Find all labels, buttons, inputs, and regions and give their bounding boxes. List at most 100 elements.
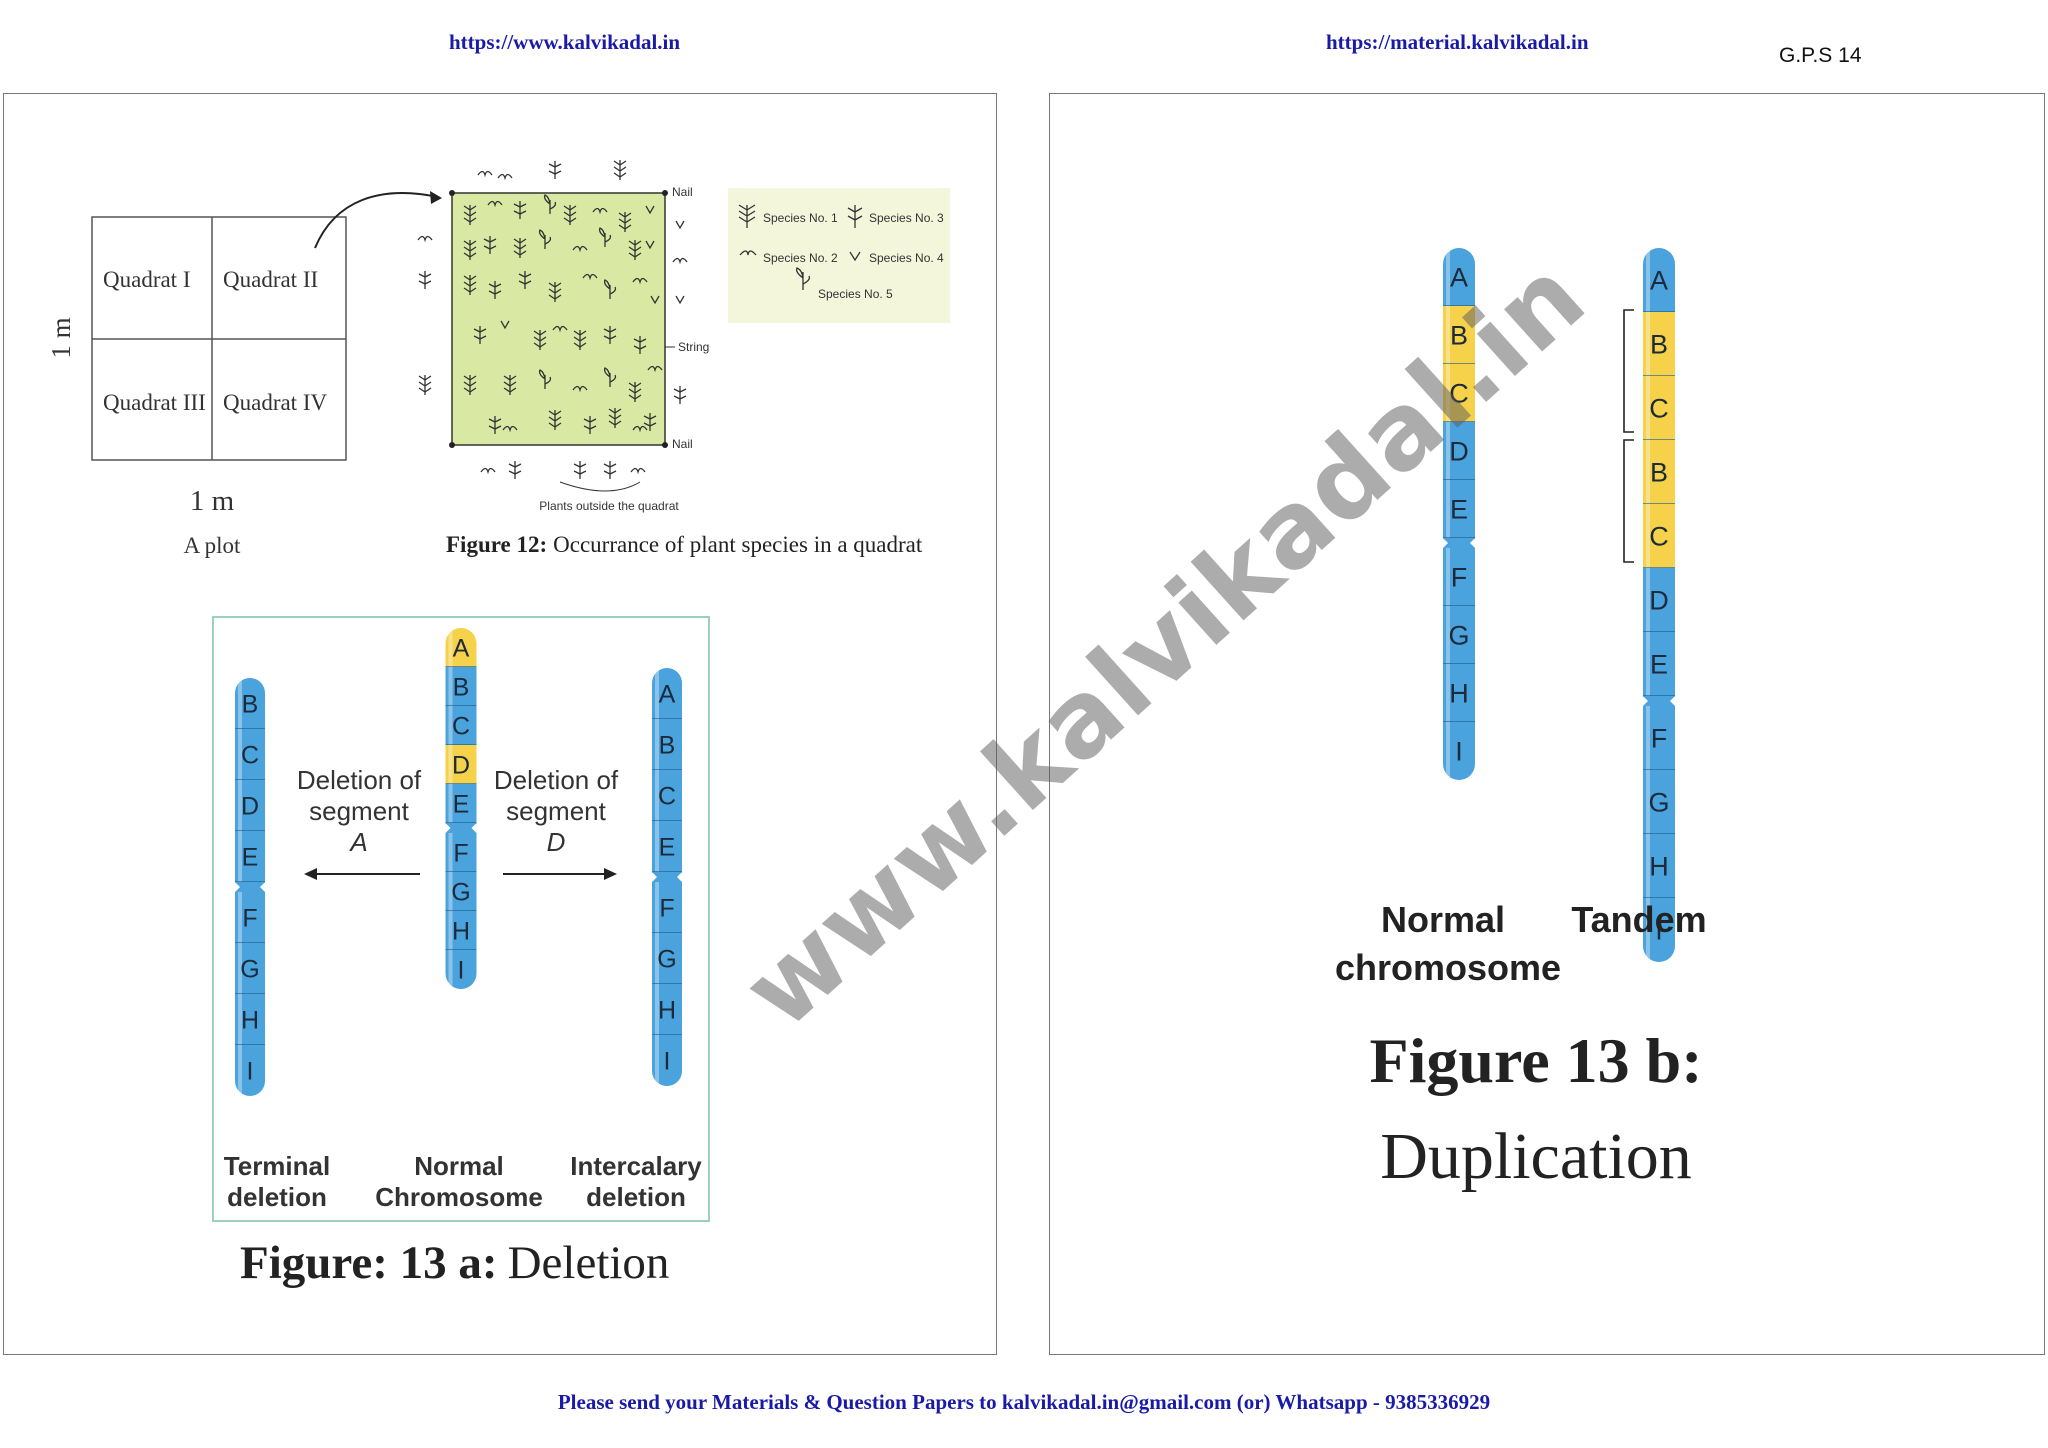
chromosome-highlight <box>1446 722 1450 780</box>
gene-label: E <box>1650 650 1668 680</box>
plant-icon <box>592 207 608 215</box>
plant-icon <box>598 227 612 247</box>
gene-label: G <box>451 879 470 907</box>
plant-icon <box>538 369 552 389</box>
chromosome-highlight <box>448 872 453 911</box>
plant-icon <box>488 281 502 299</box>
chromosome-segment <box>652 821 682 872</box>
plant-icon <box>603 326 617 344</box>
terminal-label-2: deletion <box>227 1182 327 1212</box>
chromosome-segment <box>1643 504 1675 568</box>
chromosome-segment <box>1443 606 1475 664</box>
gene-label: G <box>1448 621 1469 651</box>
gene-label: E <box>453 791 470 819</box>
chromosome-highlight <box>1446 480 1450 538</box>
chromosome-segment <box>652 984 682 1035</box>
chromosome-highlight <box>238 994 242 1045</box>
gene-label: C <box>241 742 259 770</box>
gene-label: I <box>1455 737 1463 767</box>
chromosome-highlight <box>1646 632 1650 696</box>
arrow-head-icon <box>430 191 442 204</box>
plant-icon <box>628 240 642 260</box>
centromere <box>652 872 682 882</box>
plant-icon <box>675 295 685 305</box>
gene-label: E <box>242 844 259 872</box>
chromosome-segment <box>1643 376 1675 440</box>
chromosome-segment <box>1443 480 1475 538</box>
chromosome-highlight <box>1646 376 1650 440</box>
plant-icon <box>675 220 685 230</box>
centromere <box>1643 696 1675 706</box>
plant-icon <box>497 173 513 181</box>
nail-icon <box>449 442 455 448</box>
gene-label: G <box>657 946 676 974</box>
chromosome-highlight <box>1646 770 1650 834</box>
gene-label: A <box>453 635 470 663</box>
figure-12-svg: Quadrat I Quadrat II Quadrat III Quadrat… <box>46 160 950 558</box>
legend-species-4: Species No. 4 <box>869 251 944 265</box>
plant-icon <box>518 271 532 289</box>
chromosome-segment <box>445 872 477 911</box>
plant-icon <box>463 205 477 225</box>
plant-icon <box>480 467 496 475</box>
species-3-icon <box>847 205 863 228</box>
gene-label: C <box>658 783 676 811</box>
chromosome-highlight <box>448 706 453 745</box>
right-arrow-label-2: segment <box>506 796 606 826</box>
legend-species-2: Species No. 2 <box>763 251 838 265</box>
plant-icon <box>603 279 617 299</box>
chromosome-segment-fill <box>1643 280 1675 312</box>
chromosome-highlight <box>448 745 453 784</box>
species-legend <box>728 188 950 323</box>
chromosome-segment <box>1443 664 1475 722</box>
gene-label: F <box>659 895 674 923</box>
gene-label: H <box>1649 852 1669 882</box>
plant-icon <box>473 326 487 344</box>
gene-label: F <box>1451 563 1468 593</box>
chromosome-segment <box>445 784 477 823</box>
plant-icon <box>633 336 647 354</box>
chromosome-segment <box>1643 834 1675 898</box>
gene-label: C <box>1449 379 1469 409</box>
footer-note: Please send your Materials & Question Pa… <box>557 1390 1491 1414</box>
chromosome-highlight <box>448 667 453 706</box>
chromosome-segment <box>652 719 682 770</box>
normal-label-2: Chromosome <box>375 1182 543 1212</box>
plant-icon <box>647 365 663 373</box>
normal-label-1: Normal <box>414 1151 504 1181</box>
header-right-link[interactable]: https://material.kalvikadal.in <box>1326 30 1589 54</box>
plot-bottom-label: 1 m <box>190 485 235 517</box>
bracket-second-segment <box>1623 439 1634 563</box>
plant-icon <box>643 413 657 431</box>
gene-label: A <box>659 681 676 709</box>
chromosome-highlight <box>1446 606 1450 664</box>
figure-13b-caption-bold: Figure 13 b: <box>1369 1025 1702 1096</box>
figure-13a-caption: Figure: 13 a:Deletion <box>240 1237 669 1289</box>
chromosome-segment-fill <box>1443 722 1475 751</box>
quadrat-1-label: Quadrat I <box>103 267 191 292</box>
chromosome-highlight <box>448 784 453 823</box>
chromosome-segment <box>235 943 265 994</box>
gene-label: I <box>664 1048 671 1076</box>
plant-icon <box>572 385 588 393</box>
gene-label: A <box>1650 266 1668 296</box>
figure-12-caption-bold: Figure 12: <box>446 532 547 557</box>
gene-label: F <box>242 905 257 933</box>
plant-icon <box>628 382 642 402</box>
chromosome-segment <box>1643 706 1675 770</box>
plot-caption: A plot <box>184 533 241 558</box>
chromosome-segment <box>1443 364 1475 422</box>
plant-icon <box>548 410 562 430</box>
centromere <box>1443 538 1475 548</box>
quadrat-plot-grid <box>91 216 347 461</box>
chromosome-highlight <box>655 668 659 719</box>
gene-label: E <box>659 834 676 862</box>
figure-13a-caption-text: Deletion <box>508 1237 670 1289</box>
chromosome-segment <box>445 706 477 745</box>
gene-label: D <box>1449 437 1469 467</box>
chromosome-segment <box>445 911 477 950</box>
header-left-link[interactable]: https://www.kalvikadal.in <box>449 30 681 54</box>
chromosome-highlight <box>238 1045 242 1096</box>
chromosome-highlight <box>238 892 242 943</box>
gene-label: B <box>1450 321 1468 351</box>
